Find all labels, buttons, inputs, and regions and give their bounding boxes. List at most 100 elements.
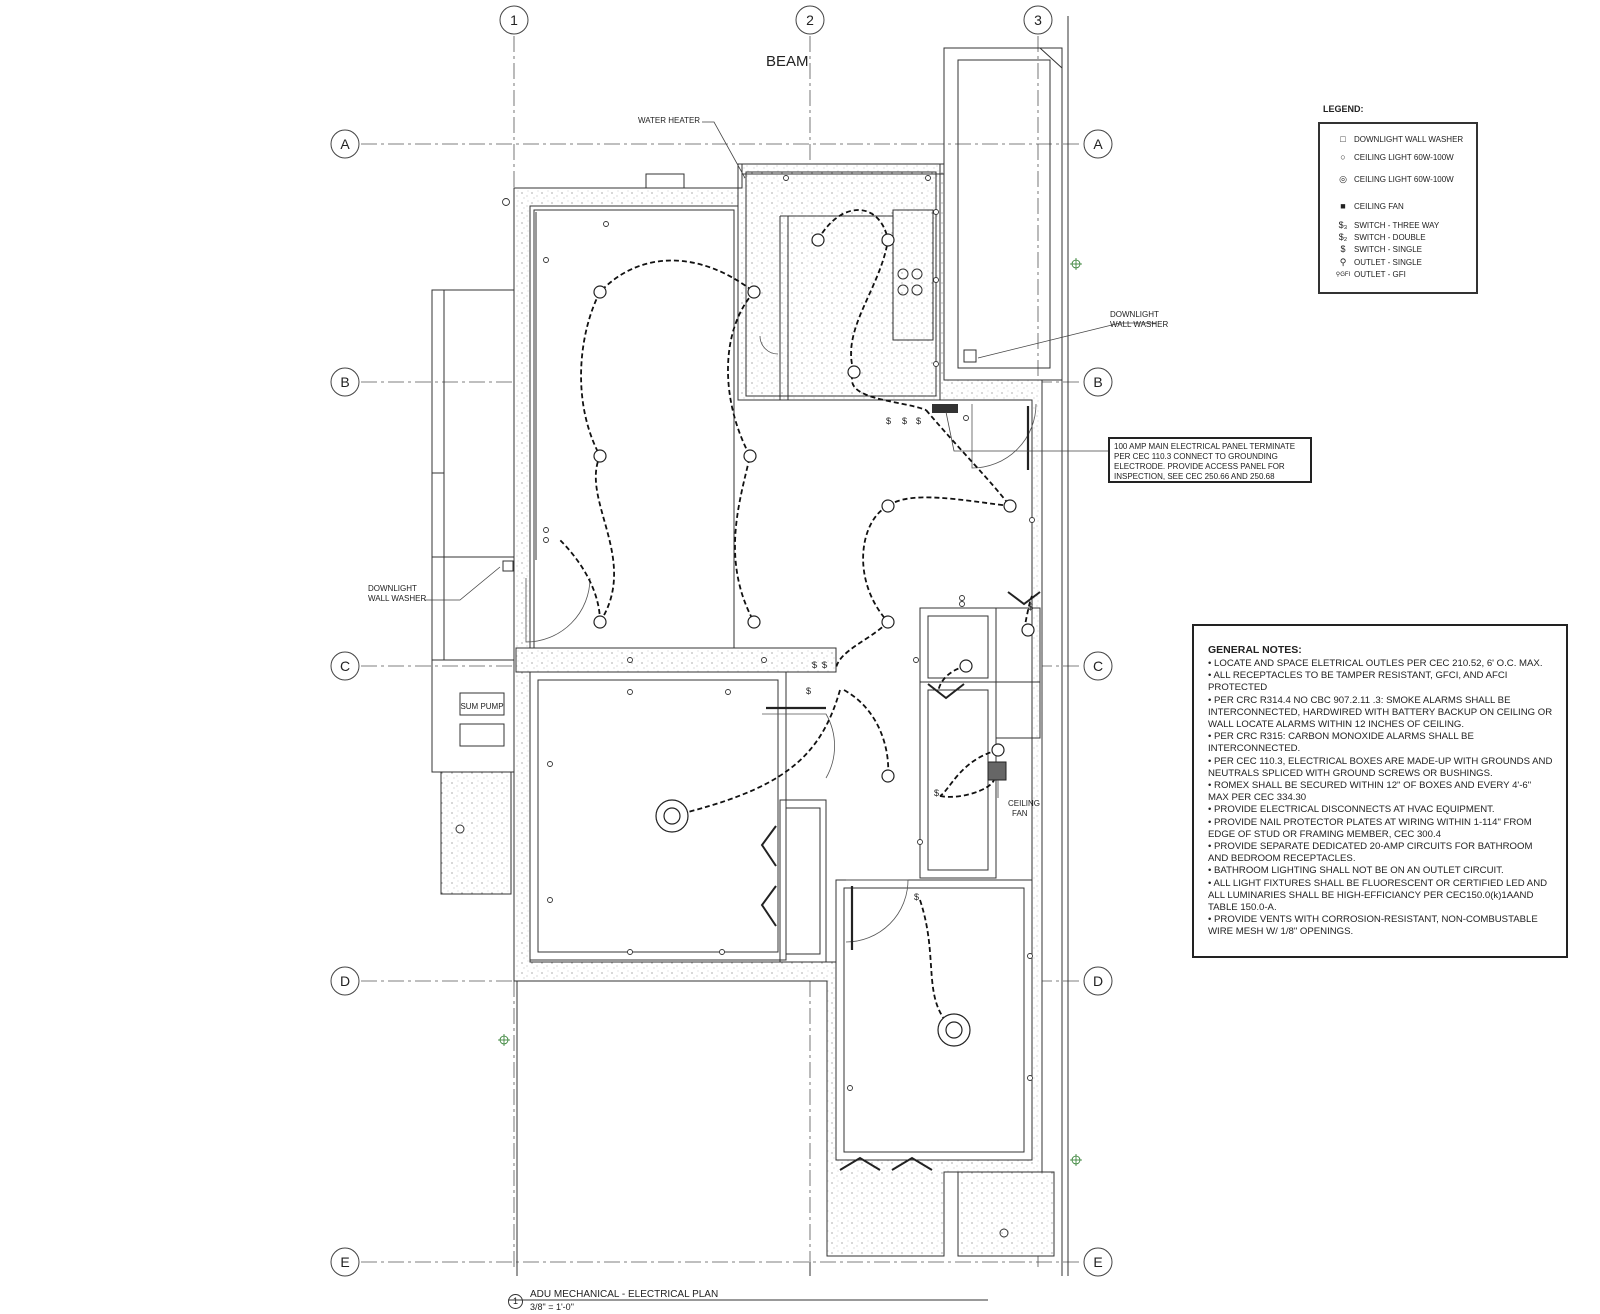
legend-label: SWITCH - THREE WAY — [1354, 220, 1440, 230]
downlight-left-label-1: DOWNLIGHT — [368, 584, 417, 593]
drawing-scale: 3/8" = 1'-0" — [530, 1302, 574, 1312]
legend-label: OUTLET - GFI — [1354, 270, 1406, 279]
drain-right — [999, 1228, 1009, 1238]
grid-col-3: 3 — [1034, 12, 1042, 28]
legend-label: SWITCH - SINGLE — [1354, 244, 1423, 254]
grid-col-1: 1 — [510, 12, 518, 28]
downlight-wall-washer-left — [502, 560, 514, 572]
legend-symbol-outlet-icon: ⚲ — [1339, 257, 1347, 267]
svg-text:$: $ — [886, 416, 891, 426]
water-heater-label: WATER HEATER — [638, 116, 700, 125]
legend-box: □DOWNLIGHT WALL WASHER ○ CEILING LIGHT 60… — [1318, 122, 1478, 294]
general-note: • BATHROOM LIGHTING SHALL NOT BE ON AN O… — [1208, 865, 1504, 877]
general-notes-title: GENERAL NOTES: — [1208, 644, 1302, 656]
concrete-pad-right — [957, 1171, 1055, 1257]
legend-label: SWITCH - DOUBLE — [1354, 232, 1426, 242]
legend-item-switch-three-way: $₃ SWITCH - THREE WAY — [1332, 220, 1440, 230]
ceiling-fan-label-2: FAN — [1012, 809, 1028, 818]
grid-row-e-right: E — [1093, 1254, 1102, 1270]
legend-item-ceiling-light: ○ CEILING LIGHT 60W-100W — [1332, 152, 1454, 162]
concrete-pad-left — [440, 771, 512, 895]
exterior-block-top — [943, 47, 1063, 381]
drawing-title: ADU MECHANICAL - ELECTRICAL PLAN — [530, 1289, 719, 1300]
svg-text:$: $ — [902, 416, 907, 426]
grid-row-d-left: D — [340, 973, 350, 989]
door-leaves — [766, 406, 1030, 950]
water-heater-callout — [702, 121, 746, 179]
survey-markers — [498, 258, 1082, 1166]
general-note: • PROVIDE ELECTRICAL DISCONNECTS AT HVAC… — [1208, 804, 1495, 816]
drain-left — [455, 824, 465, 834]
legend-label: CEILING FAN — [1354, 201, 1404, 211]
beam-label: BEAM — [766, 53, 809, 70]
grid-row-c-left: C — [340, 658, 350, 674]
legend-item-switch-single: $ SWITCH - SINGLE — [1332, 244, 1422, 254]
ceiling-lights-large — [655, 799, 971, 1047]
general-note: • PER CEC 110.3, ELECTRICAL BOXES ARE MA… — [1208, 755, 1553, 779]
ceiling-lights — [593, 233, 1035, 783]
general-note: • PROVIDE NAIL PROTECTOR PLATES AT WIRIN… — [1208, 816, 1532, 840]
downlight-right-label-1: DOWNLIGHT — [1110, 310, 1159, 319]
legend-label: CEILING LIGHT 60W-100W — [1354, 152, 1454, 162]
general-note: • ALL LIGHT FIXTURES SHALL BE FLUORESCEN… — [1208, 877, 1548, 914]
interior-walls — [515, 163, 1041, 1161]
downlight-left-label-2: WALL WASHER — [368, 594, 426, 603]
general-note: • PER CRC R314.4 NO CBC 907.2.11 .3: SMO… — [1208, 694, 1553, 731]
general-note: • PER CRC R315: CARBON MONOXIDE ALARMS S… — [1208, 731, 1474, 755]
downlight-wall-washer-right — [963, 349, 977, 363]
legend-label: CEILING LIGHT 60W-100W — [1354, 175, 1454, 184]
grid-row-e-left: E — [340, 1254, 349, 1270]
vent-box — [645, 173, 685, 189]
general-note: • LOCATE AND SPACE ELETRICAL OUTLES PER … — [1208, 658, 1543, 669]
exterior-deck-left — [431, 289, 515, 773]
svg-text:$: $ — [822, 660, 827, 670]
svg-text:$: $ — [934, 788, 939, 798]
legend-symbol-switch3-icon: $₃ — [1338, 220, 1348, 230]
switches: $ $ $ $ $ $ $ $ $ — [806, 416, 1033, 902]
legend-symbol-filled-square-icon: ■ — [1340, 201, 1346, 211]
svg-text:$: $ — [806, 686, 811, 696]
grid-row-b-left: B — [340, 374, 349, 390]
svg-text:$: $ — [916, 416, 921, 426]
grid-row-a-left: A — [340, 136, 350, 152]
electrical-panel — [932, 404, 958, 413]
legend-label: OUTLET - SINGLE — [1354, 258, 1422, 267]
general-note: • PROVIDE VENTS WITH CORROSION-RESISTANT… — [1208, 914, 1538, 938]
ceiling-fan — [987, 761, 1007, 781]
legend-symbol-outlet-gfi-icon: ⚲GFI — [1335, 272, 1351, 278]
legend-symbol-circle-icon: ○ — [1340, 152, 1346, 162]
legend-item-downlight: □DOWNLIGHT WALL WASHER — [1332, 134, 1463, 144]
outlets — [502, 175, 1035, 1091]
general-notes: GENERAL NOTES: • LOCATE AND SPACE ELETRI… — [1192, 624, 1568, 958]
sum-pump-label: SUM PUMP — [460, 702, 503, 711]
ceiling-fan-label-1: CEILING — [1008, 799, 1040, 808]
sum-pump-box — [459, 692, 505, 716]
electrical-panel-note: 100 AMP MAIN ELECTRICAL PANEL TERMINATE … — [1108, 437, 1312, 483]
legend-symbol-square-icon: □ — [1340, 134, 1346, 144]
legend-symbol-double-circle-icon: ◎ — [1339, 174, 1347, 184]
legend-item-outlet-single: ⚲ OUTLET - SINGLE — [1332, 257, 1422, 268]
grid-bubbles — [330, 5, 1113, 1277]
downlight-right-label-2: WALL WASHER — [1110, 320, 1168, 329]
legend-title: LEGEND: — [1323, 104, 1364, 114]
svg-text:$: $ — [812, 660, 817, 670]
legend-item-ceiling-light-large: ◎ CEILING LIGHT 60W-100W — [1332, 174, 1454, 185]
grid-col-2: 2 — [806, 12, 814, 28]
grid-row-d-right: D — [1093, 973, 1103, 989]
general-note: • ALL RECEPTACLES TO BE TAMPER RESISTANT… — [1208, 670, 1508, 694]
svg-text:$: $ — [1028, 602, 1033, 612]
bifold-doors — [760, 591, 1041, 1171]
legend-symbol-switch-icon: $ — [1340, 244, 1346, 254]
wiring-runs — [559, 209, 1033, 1031]
drawing-number: 1 — [508, 1294, 523, 1309]
legend-symbol-switch2-icon: $₂ — [1338, 232, 1348, 242]
general-note: • ROMEX SHALL BE SECURED WITHIN 12" OF B… — [1208, 780, 1532, 804]
svg-text:$: $ — [914, 892, 919, 902]
grid-row-a-right: A — [1093, 136, 1103, 152]
legend-item-switch-double: $₂ SWITCH - DOUBLE — [1332, 232, 1426, 242]
grid-row-c-right: C — [1093, 658, 1103, 674]
general-note: • PROVIDE SEPARATE DEDICATED 20-AMP CIRC… — [1208, 841, 1533, 865]
grid-row-b-right: B — [1093, 374, 1102, 390]
